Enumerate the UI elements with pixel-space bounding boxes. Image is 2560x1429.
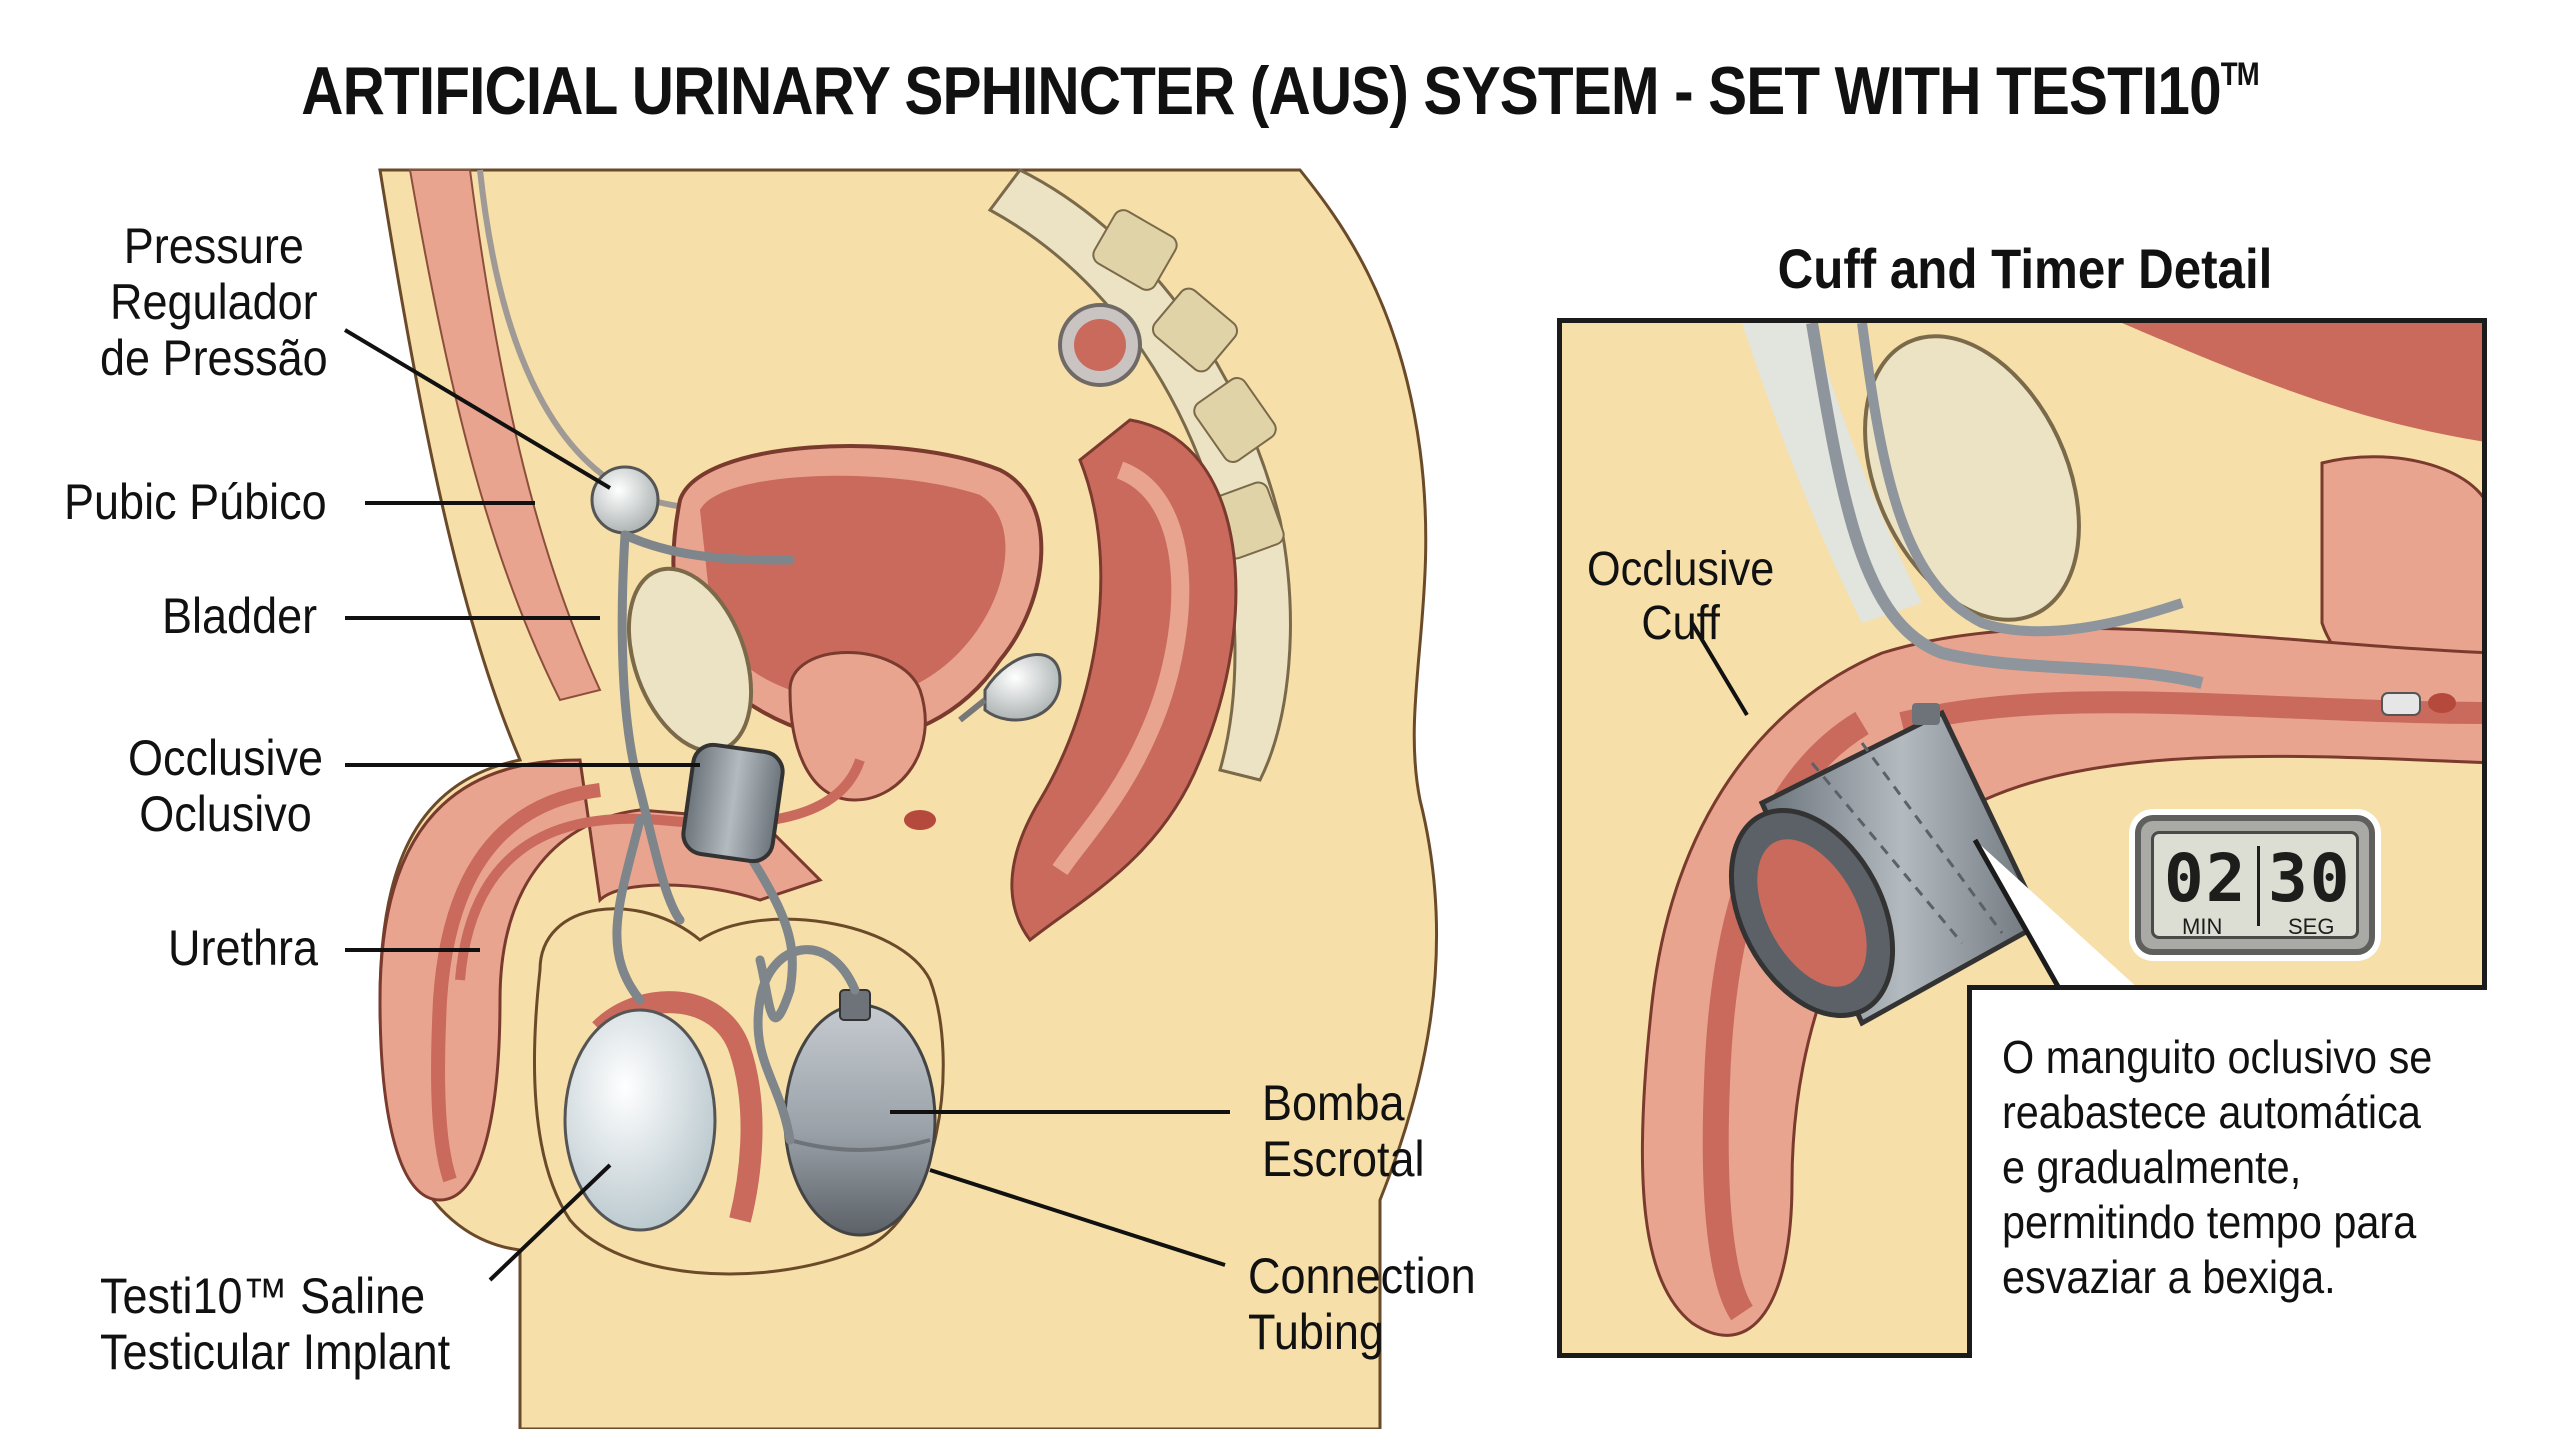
callout-line: permitindo tempo para [2002, 1196, 2417, 1248]
label-line: Pressure [123, 218, 304, 274]
callout-line: e gradualmente, [2002, 1141, 2302, 1193]
timer-display: 02 30 MIN SEG [2135, 815, 2375, 955]
trademark-mark: TM [2220, 56, 2260, 92]
label-line: Occlusive [128, 730, 324, 786]
label-pressure-regulator: Pressure Regulador de Pressão [100, 218, 328, 386]
label-urethra: Urethra [168, 920, 319, 976]
testicular-implant [563, 1008, 717, 1232]
detail-occlusive-cuff [1728, 703, 2046, 1027]
pressure-regulator [590, 465, 660, 535]
abdominal-wall [408, 169, 602, 702]
callout-line: reabastece automática [2002, 1086, 2421, 1138]
callout-line: O manguito oclusivo se [2002, 1031, 2433, 1083]
timer-separator [2257, 846, 2260, 926]
label-line: Tubing [1248, 1304, 1384, 1360]
label-line: Connection [1248, 1248, 1476, 1304]
label-bladder: Bladder [162, 588, 318, 644]
label-line: Regulador [109, 274, 318, 330]
label-implant: Testi10™ Saline Testicular Implant [100, 1268, 450, 1380]
label-occlusive-cuff: Occlusive Cuff [1587, 543, 1774, 651]
label-line: Cuff [1641, 597, 1720, 650]
label-line: Testicular Implant [100, 1324, 451, 1380]
label-line: Bomba [1262, 1075, 1405, 1131]
timer-seconds: 30 [2268, 840, 2352, 917]
label-line: Oclusivo [139, 786, 312, 842]
diagram-title: ARTIFICIAL URINARY SPHINCTER (AUS) SYSTE… [179, 52, 2381, 130]
timer-minutes: 02 [2164, 840, 2248, 917]
label-pubic: Pubic Púbico [64, 474, 327, 530]
title-text: ARTIFICIAL URINARY SPHINCTER (AUS) SYSTE… [301, 53, 2221, 129]
timer-lcd: 02 30 MIN SEG [2151, 831, 2359, 939]
callout-box: O manguito oclusivo se reabastece automá… [1967, 985, 2487, 1358]
sacrum [987, 168, 1292, 782]
label-line: Escrotal [1262, 1131, 1425, 1187]
leader-lines [343, 328, 1230, 1282]
detail-title: Cuff and Timer Detail [1777, 237, 2273, 300]
timer-min-unit: MIN [2182, 914, 2223, 939]
penis [378, 758, 823, 1202]
label-tubing: Connection Tubing [1248, 1248, 1476, 1360]
prostate [788, 651, 927, 802]
callout-line: esvaziar a bexiga. [2002, 1251, 2336, 1303]
label-line: Testi10™ Saline [100, 1268, 426, 1324]
label-line: de Pressão [100, 330, 328, 386]
timer-sec-unit: SEG [2288, 914, 2335, 939]
label-line: Occlusive [1587, 543, 1775, 596]
label-pump: Bomba Escrotal [1262, 1075, 1425, 1187]
label-occlusive: Occlusive Oclusivo [128, 730, 323, 842]
scrotal-pump [783, 1003, 937, 1237]
occlusive-cuff [681, 742, 785, 864]
